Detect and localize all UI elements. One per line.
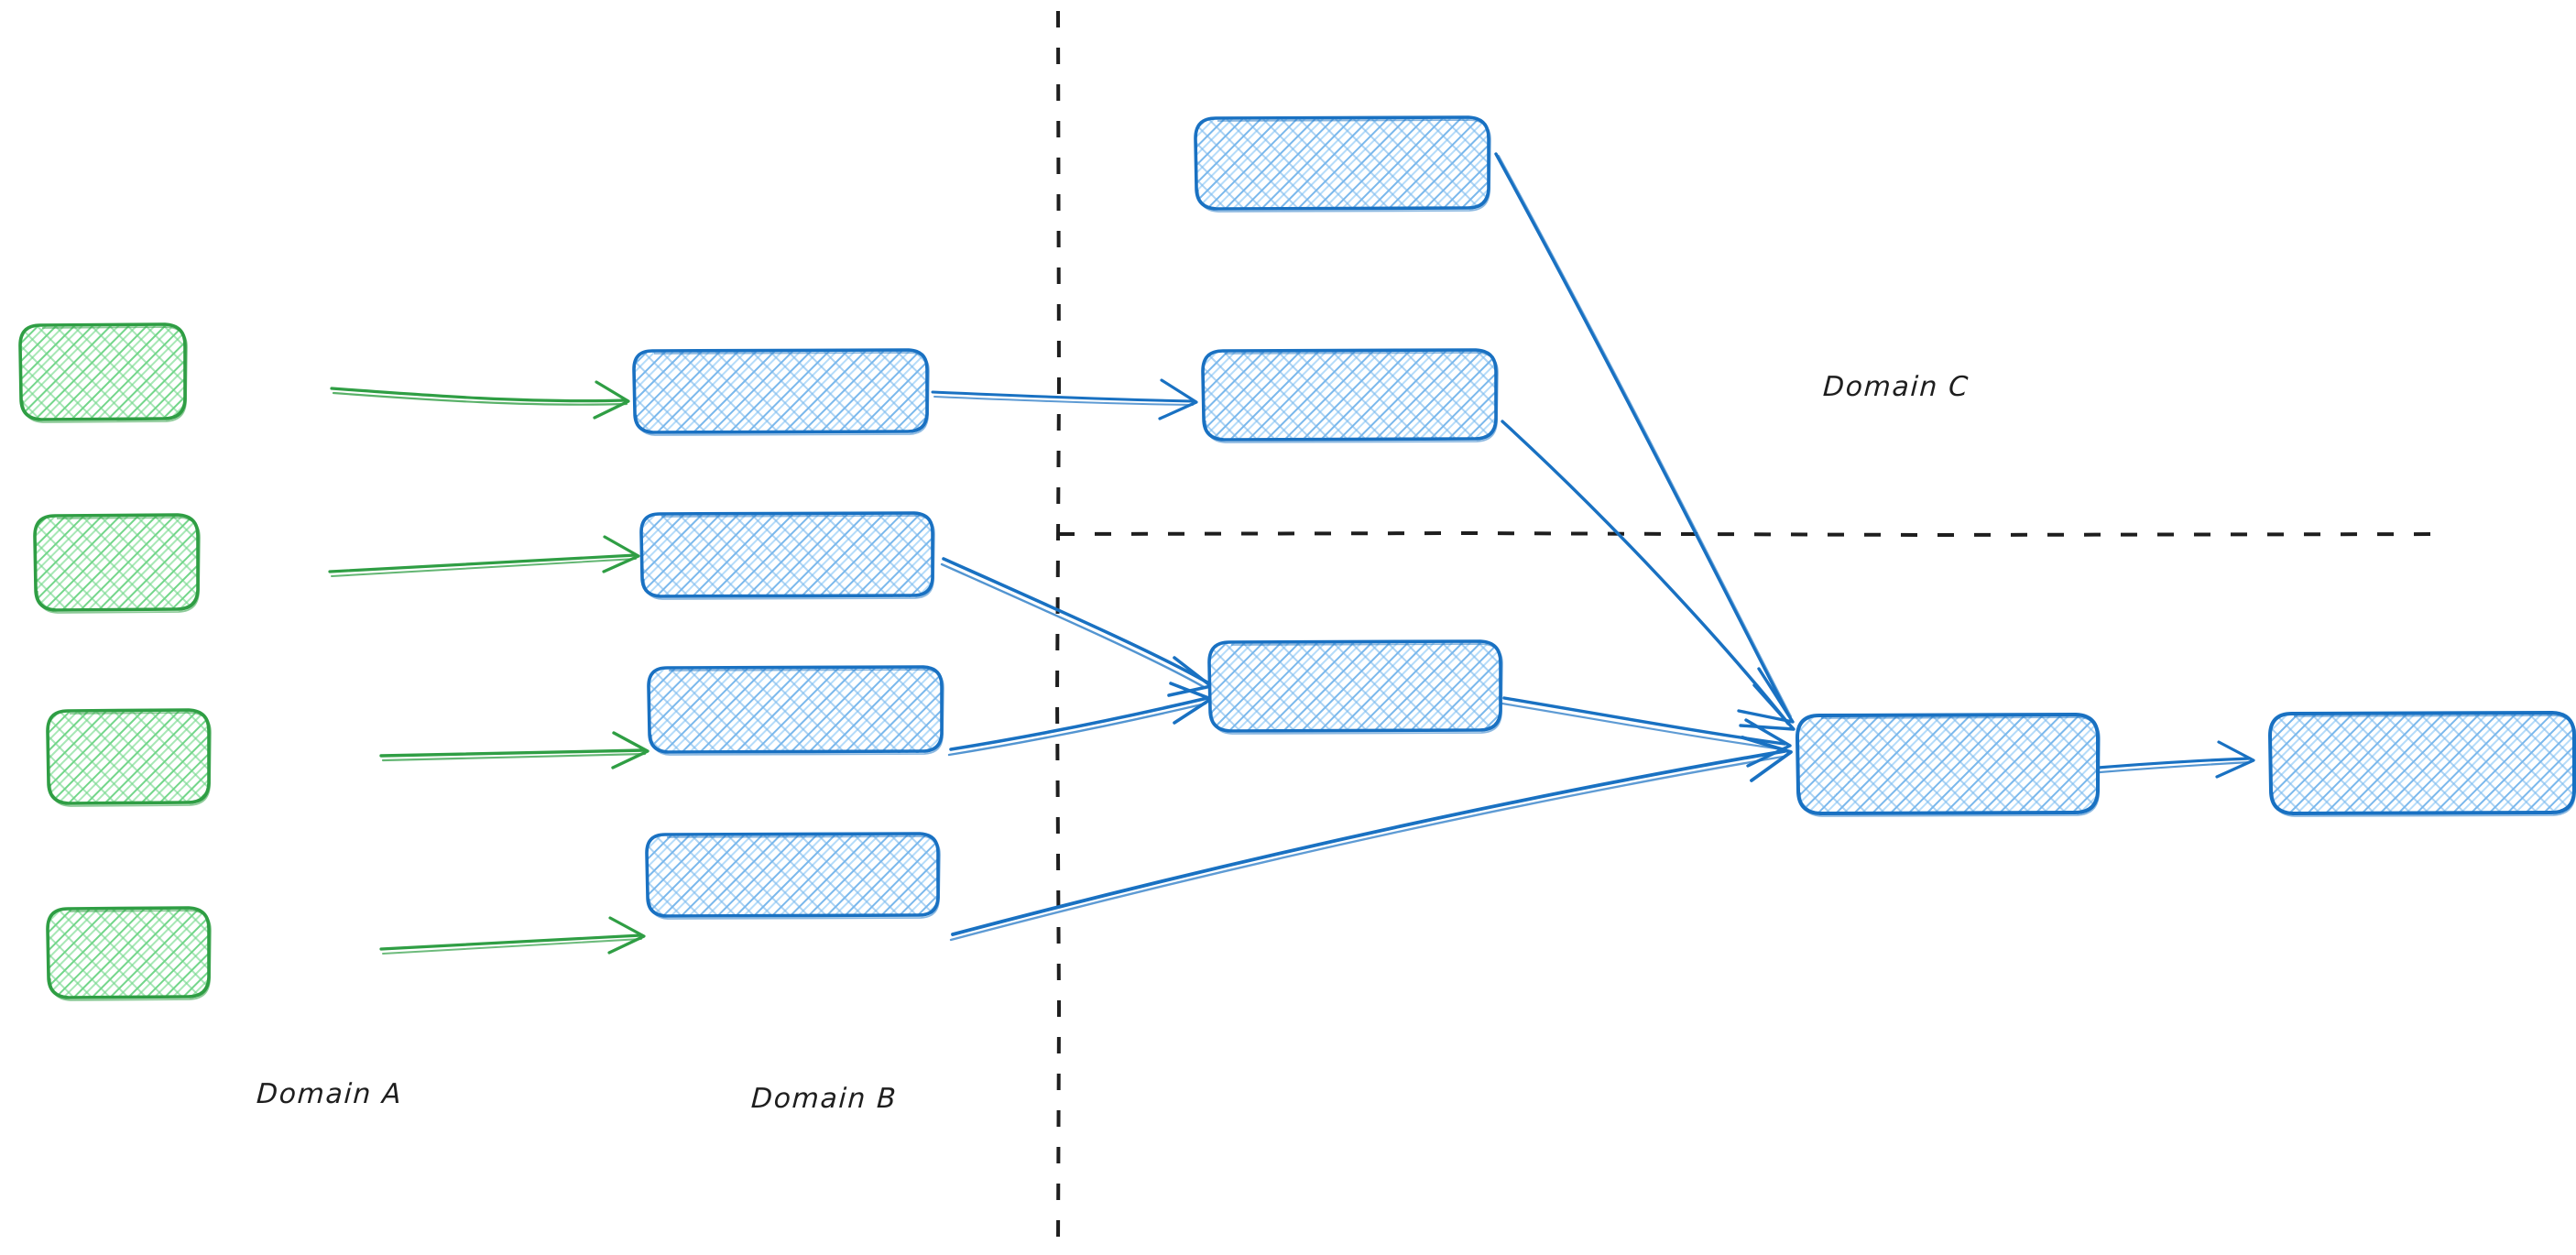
node-group <box>18 115 2576 1001</box>
edge-a1-b1[interactable] <box>330 380 630 420</box>
edge-b1-c2[interactable] <box>931 378 1198 420</box>
edge-c3-d1[interactable] <box>1501 696 1792 768</box>
node-c2[interactable] <box>1201 348 1499 443</box>
node-b4[interactable] <box>645 832 941 920</box>
node-a2[interactable] <box>33 513 201 614</box>
edge-d1-d2[interactable] <box>2096 740 2255 779</box>
edge-a3-b3[interactable] <box>379 731 649 769</box>
horizontal-divider <box>1057 530 2449 538</box>
node-c1[interactable] <box>1194 115 1491 213</box>
node-d2[interactable] <box>2268 711 2576 817</box>
node-a1[interactable] <box>18 322 188 423</box>
node-d1[interactable] <box>1796 713 2101 817</box>
domain-a-label: Domain A <box>256 1078 404 1110</box>
node-b3[interactable] <box>647 665 944 756</box>
node-b2[interactable] <box>639 511 935 600</box>
domain-b-label: Domain B <box>750 1083 899 1115</box>
domain-c-label: Domain C <box>1822 371 1970 403</box>
node-b1[interactable] <box>632 348 930 436</box>
edge-group <box>328 152 2255 955</box>
node-a3[interactable] <box>46 708 212 807</box>
node-c3[interactable] <box>1207 639 1503 735</box>
edge-c2-d1[interactable] <box>1501 420 1796 731</box>
edge-a2-b2[interactable] <box>328 535 640 577</box>
edge-b4-d1[interactable] <box>949 736 1793 942</box>
edge-a4-b4[interactable] <box>379 916 646 955</box>
node-a4[interactable] <box>46 906 212 1001</box>
edge-b2-c3[interactable] <box>940 557 1213 697</box>
vertical-divider <box>1054 10 1062 1245</box>
edge-c1-d1[interactable] <box>1494 152 1795 724</box>
